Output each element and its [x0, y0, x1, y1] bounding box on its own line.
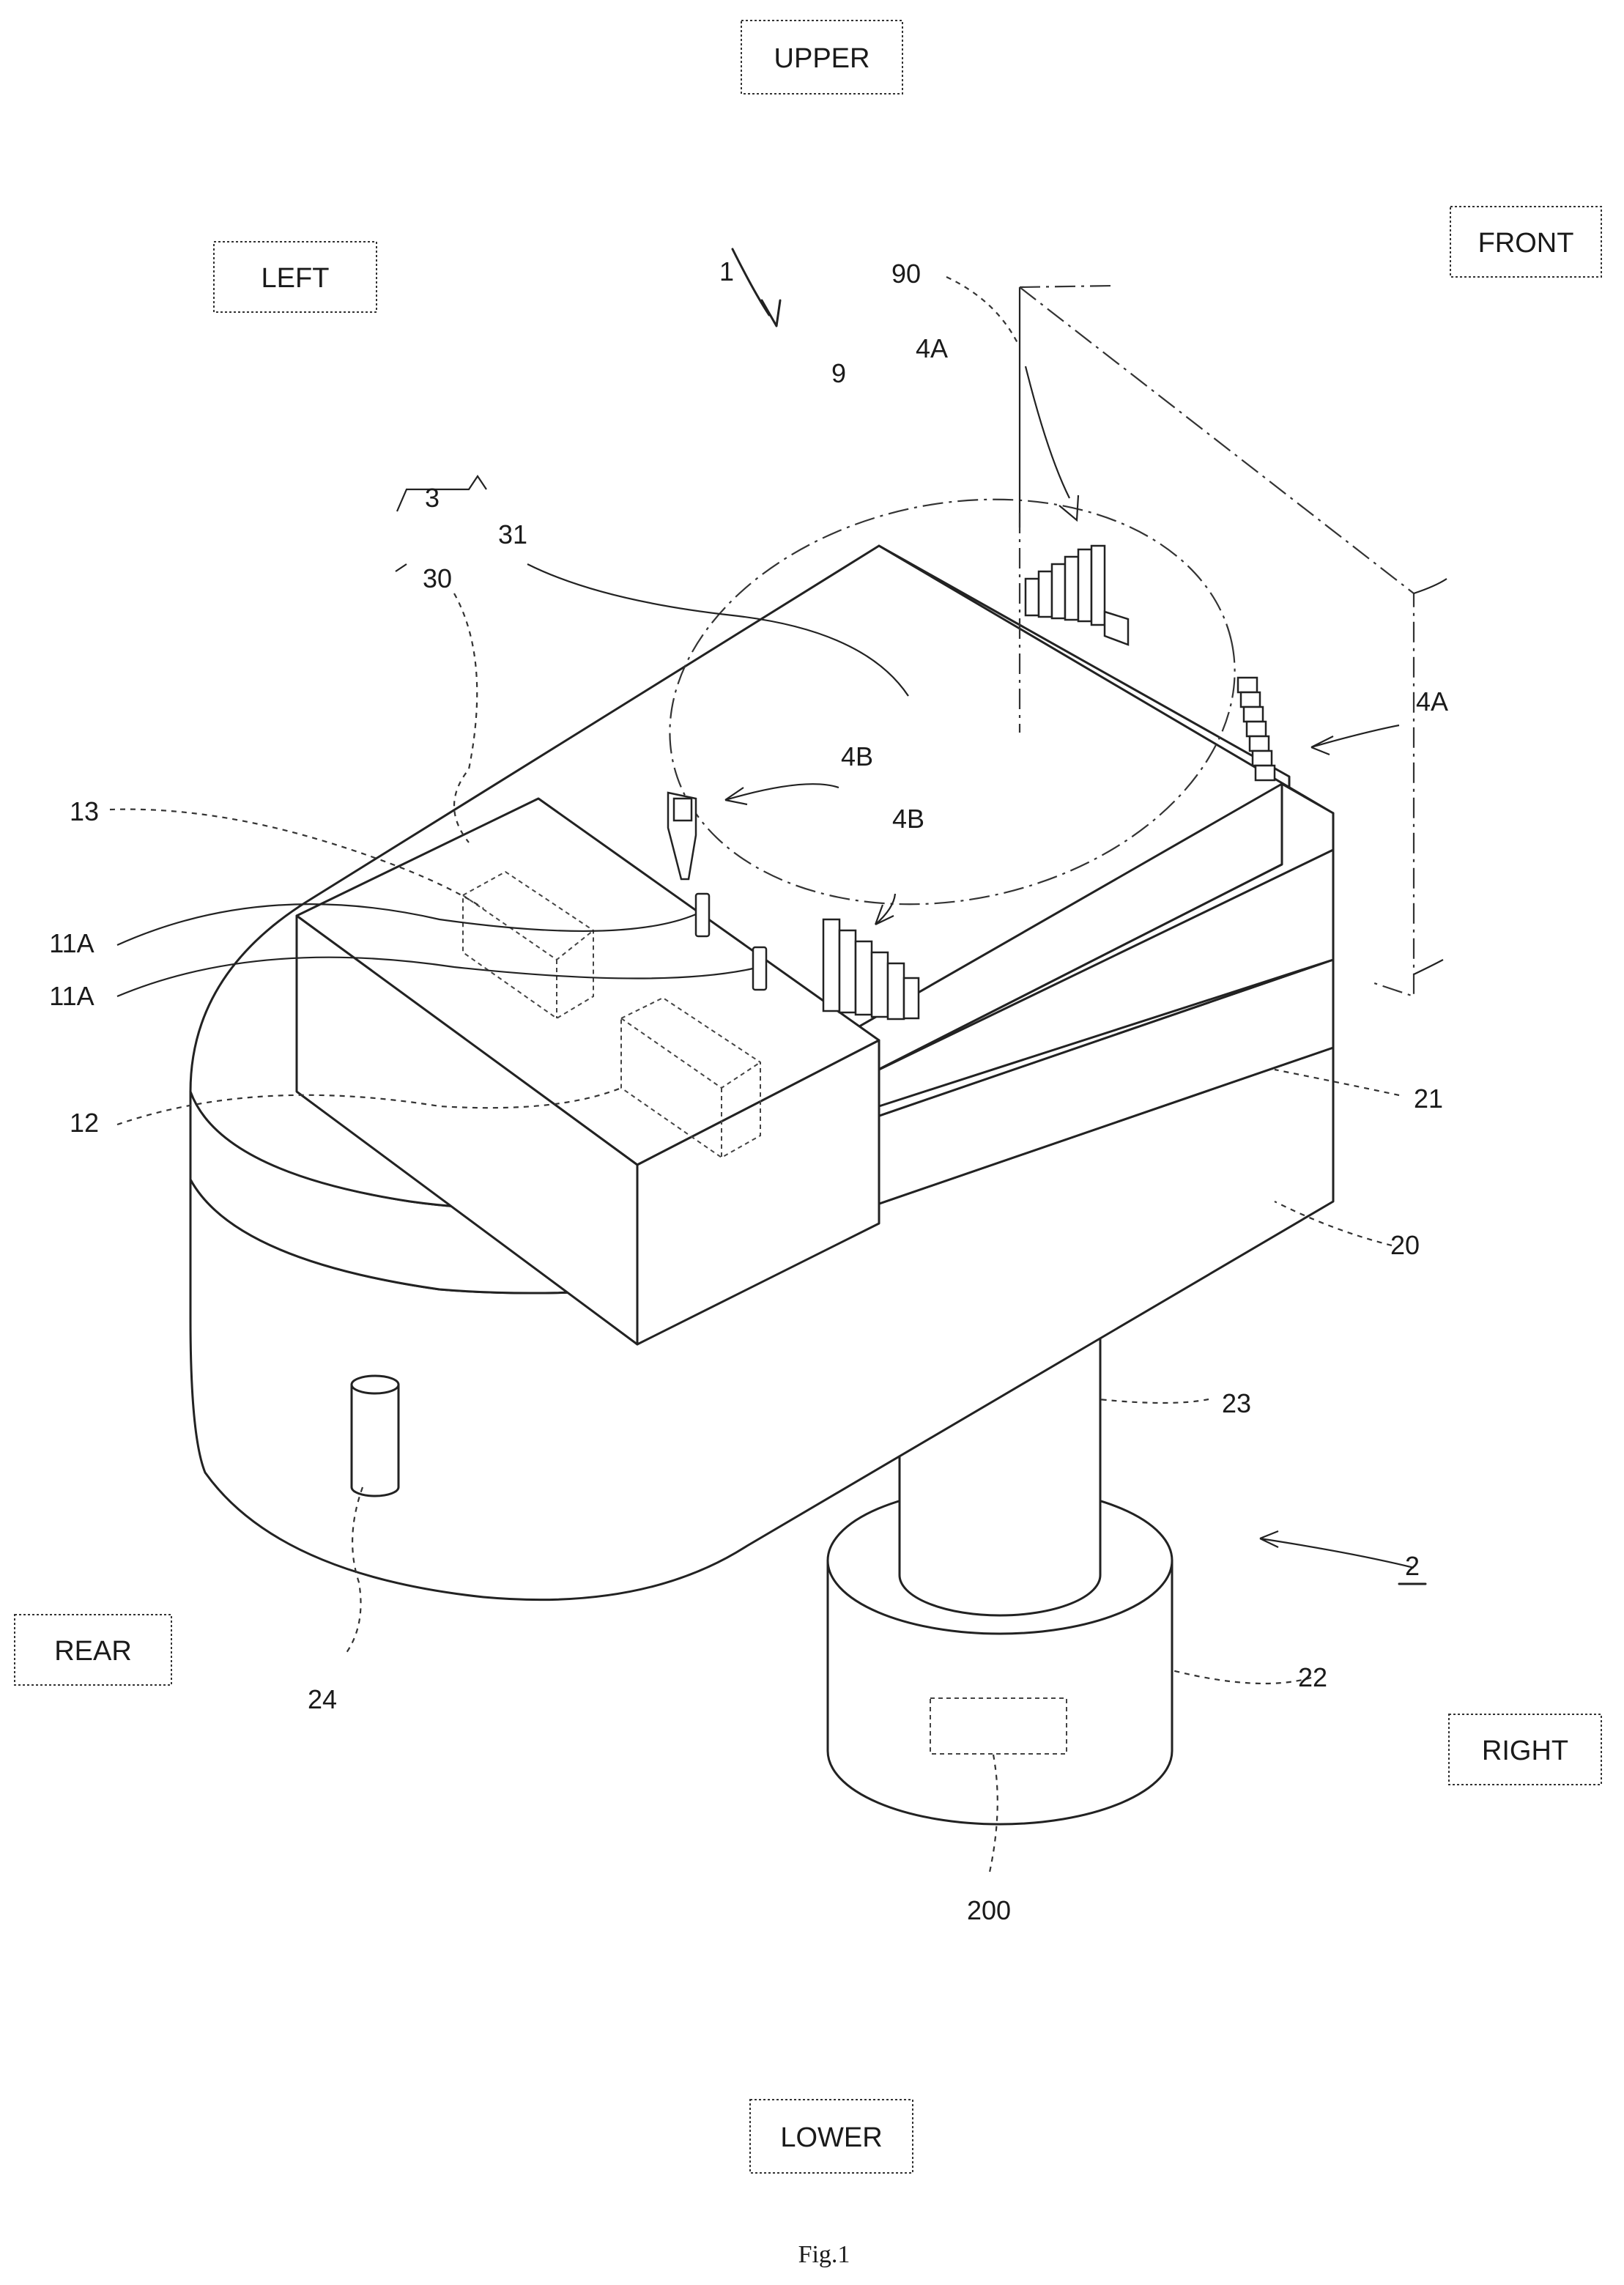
ref-12: 12 [70, 1108, 99, 1138]
ref-4A-top: 4A [916, 333, 948, 363]
ref-21: 21 [1414, 1084, 1443, 1114]
sensor-array-4A-top [1026, 546, 1128, 645]
ref-200: 200 [967, 1895, 1011, 1925]
upper-label-text: UPPER [774, 43, 870, 74]
ref-3: 3 [425, 483, 440, 513]
figure-caption: Fig.1 [798, 2241, 850, 2268]
ref-4B-upper: 4B [841, 741, 873, 771]
ref-11A-upper: 11A [49, 928, 94, 958]
ref-13: 13 [70, 796, 99, 826]
ref-22: 22 [1298, 1662, 1327, 1692]
right-label-text: RIGHT [1482, 1736, 1568, 1766]
ref-4B-lower: 4B [892, 804, 924, 834]
ref-9: 9 [831, 358, 846, 388]
ref-20: 20 [1390, 1230, 1420, 1260]
direction-label-left: LEFT [214, 242, 377, 312]
sensor-11A-upper [696, 894, 709, 936]
ref-31: 31 [498, 519, 527, 549]
ref-2: 2 [1405, 1551, 1420, 1581]
ref-90: 90 [891, 259, 921, 289]
rear-label-text: REAR [54, 1636, 132, 1667]
direction-label-right: RIGHT [1449, 1714, 1601, 1785]
ref-11A-lower: 11A [49, 981, 94, 1011]
pin-24 [352, 1376, 398, 1496]
ref-23: 23 [1222, 1388, 1251, 1418]
ref-24: 24 [308, 1684, 337, 1714]
ref-1: 1 [719, 256, 734, 286]
ref-4A-right: 4A [1416, 686, 1448, 716]
sensor-11A-lower [753, 947, 766, 990]
lower-label-text: LOWER [780, 2122, 882, 2153]
direction-label-front: FRONT [1450, 207, 1601, 277]
direction-label-lower: LOWER [750, 2100, 913, 2173]
direction-label-upper: UPPER [741, 21, 902, 94]
front-label-text: FRONT [1478, 228, 1574, 259]
ref-30: 30 [423, 563, 452, 593]
left-label-text: LEFT [262, 263, 330, 294]
direction-label-rear: REAR [15, 1615, 171, 1685]
